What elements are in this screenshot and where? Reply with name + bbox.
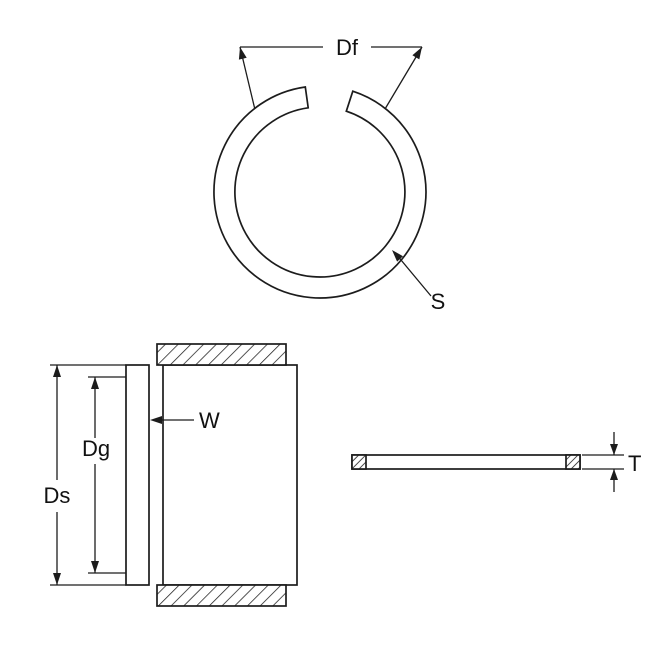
ring-side-profile: [125, 364, 150, 586]
housing-hatch-top: [156, 343, 287, 366]
arrowhead-down: [91, 561, 99, 573]
arrowhead-left: [238, 47, 247, 60]
arrowhead-down: [53, 573, 61, 585]
arrowhead-w: [150, 416, 162, 424]
arrowhead-right: [412, 47, 422, 60]
arrowhead-down: [610, 444, 618, 455]
shaft-body: [162, 364, 298, 586]
dg-dimension: Dg: [82, 376, 126, 574]
side-view-assembly: Ds Dg W: [44, 343, 298, 607]
section-view: T: [351, 432, 641, 492]
housing-hatch-bottom: [156, 584, 287, 607]
arrowhead-up: [610, 469, 618, 480]
df-dimension: Df: [238, 35, 423, 109]
front-view-ring: Df S: [213, 35, 445, 314]
t-label: T: [628, 451, 641, 476]
arrowhead-s: [392, 250, 403, 262]
ds-label: Ds: [44, 483, 71, 508]
leader-line: [395, 253, 432, 297]
ds-dimension: Ds: [44, 364, 126, 586]
section-cut-left: [351, 454, 367, 470]
s-label: S: [431, 289, 446, 314]
w-label: W: [199, 408, 220, 433]
dg-label: Dg: [82, 436, 110, 461]
section-cut-right: [565, 454, 581, 470]
s-pointer: S: [392, 250, 445, 314]
arrowhead-up: [91, 377, 99, 389]
arrowhead-up: [53, 365, 61, 377]
snap-ring-annulus: [213, 86, 427, 299]
df-label: Df: [336, 35, 359, 60]
w-dimension: W: [150, 408, 220, 433]
t-dimension: T: [582, 432, 641, 492]
ring-section-bar: [351, 454, 581, 470]
